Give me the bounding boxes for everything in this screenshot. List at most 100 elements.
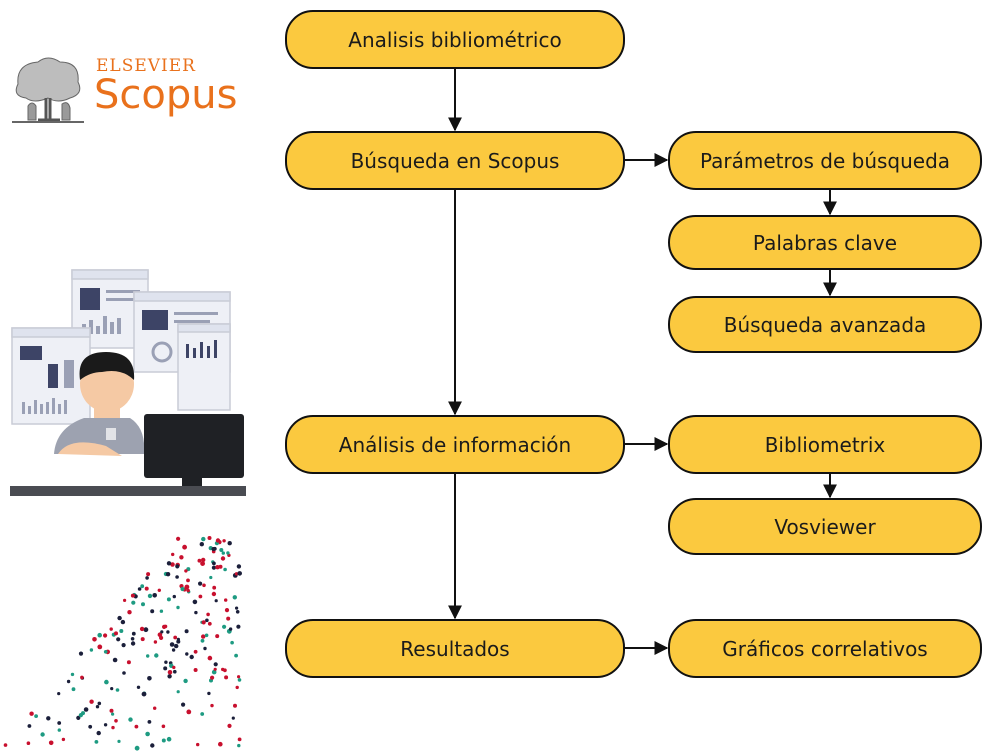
- scatter-dot: [236, 564, 242, 569]
- scatter-dot: [180, 586, 185, 592]
- scatter-dot: [186, 709, 192, 715]
- scatter-dot: [176, 639, 181, 644]
- scatter-dot: [222, 624, 227, 629]
- scatter-dot: [131, 631, 136, 636]
- scatter-dot: [153, 706, 157, 710]
- scatter-dot: [114, 719, 118, 723]
- scatter-dot: [185, 652, 189, 656]
- scatter-dot: [71, 687, 76, 692]
- scatter-dot: [120, 619, 126, 625]
- scatter-dot: [192, 599, 198, 605]
- scatter-dot: [130, 593, 135, 598]
- node-resultados: Resultados: [285, 619, 625, 678]
- scatter-dot: [212, 561, 216, 566]
- node-vosviewer: Vosviewer: [668, 498, 982, 555]
- scatter-dot: [163, 624, 168, 629]
- scatter-dot: [80, 675, 84, 680]
- scatter-dot: [152, 593, 157, 598]
- scatter-dot: [165, 572, 171, 577]
- scatter-dot: [46, 716, 51, 721]
- scatter-dot: [137, 587, 142, 591]
- scatter-dot: [143, 627, 149, 633]
- scatter-dot: [220, 556, 226, 561]
- scatter-dot: [103, 633, 108, 638]
- scatter-dot: [173, 635, 178, 640]
- scatter-dot: [140, 637, 145, 642]
- scatter-dot: [150, 609, 155, 614]
- scatter-dot: [221, 551, 225, 555]
- scatter-dot: [228, 627, 233, 631]
- scatter-dot: [198, 581, 203, 586]
- scatter-dot: [78, 713, 83, 718]
- scatter-dot: [161, 738, 166, 743]
- scatter-dot: [209, 575, 213, 580]
- scatter-dot: [127, 610, 132, 615]
- scatter-dot: [200, 712, 205, 716]
- scatter-dot: [163, 666, 168, 671]
- scatter-dot: [161, 724, 166, 729]
- scatter-dot: [211, 591, 217, 597]
- node-parametros-busqueda: Parámetros de búsqueda: [668, 131, 982, 190]
- scatter-dot: [153, 640, 158, 644]
- scatter-dot: [207, 655, 213, 661]
- scatter-dot: [196, 742, 200, 747]
- scatter-dot: [166, 630, 170, 634]
- scatter-dot: [235, 606, 239, 610]
- scatter-dot: [226, 616, 231, 621]
- scatter-dot: [136, 685, 141, 689]
- node-analisis-bibliometrico: Analisis bibliométrico: [285, 10, 625, 69]
- scatter-dot: [197, 558, 202, 563]
- scatter-dot: [141, 691, 147, 697]
- scatter-dot: [110, 687, 114, 691]
- scatter-dot: [167, 674, 172, 679]
- scatter-dot: [166, 597, 171, 602]
- scatter-dot: [193, 668, 198, 672]
- scatter-dot: [231, 716, 235, 720]
- scatter-dot: [200, 561, 206, 566]
- scatter-dot: [170, 562, 175, 567]
- scatter-dot: [235, 685, 239, 690]
- scatter-dot: [184, 569, 188, 573]
- scatter-dot: [234, 572, 239, 576]
- scatter-dot: [111, 712, 115, 716]
- scatter-dot: [202, 583, 206, 588]
- scatter-dot: [176, 605, 180, 610]
- scatter-dot: [145, 576, 149, 580]
- scatter-dot: [159, 635, 164, 640]
- node-bibliometrix: Bibliometrix: [668, 415, 982, 474]
- scatter-dot: [114, 631, 118, 636]
- scatter-dot: [227, 541, 232, 546]
- scatter-dot: [184, 629, 189, 634]
- scatter-dot: [235, 610, 240, 614]
- scatter-dot: [215, 634, 220, 639]
- scatter-dot: [218, 741, 223, 747]
- scatter-dot: [186, 588, 190, 593]
- scatter-dot: [167, 670, 173, 675]
- scatter-dot: [224, 675, 229, 680]
- scatter-dot: [212, 585, 217, 590]
- scatter-dot: [88, 724, 93, 729]
- scatter-dot: [154, 653, 159, 658]
- scatter-dot: [57, 692, 61, 696]
- scatter-dot: [222, 539, 226, 543]
- scatter-dot: [61, 737, 66, 742]
- scatter-dot: [237, 737, 242, 742]
- scatter-dot: [224, 598, 228, 602]
- scatter-dot: [210, 675, 215, 680]
- scatter-dot: [179, 555, 184, 560]
- scatter-dot: [27, 724, 32, 728]
- scatter-dot: [78, 651, 84, 656]
- scatter-dot: [117, 739, 121, 743]
- scatter-dot: [211, 565, 216, 570]
- scatter-dot: [119, 629, 124, 633]
- scopus-logo: ELSEVIER Scopus: [8, 50, 238, 128]
- scatter-dot: [172, 665, 176, 670]
- scatter-dot: [146, 572, 151, 577]
- scatter-dot: [117, 615, 122, 621]
- node-palabras-clave: Palabras clave: [668, 215, 982, 270]
- scatter-dot: [213, 667, 217, 671]
- scatter-dot: [184, 584, 190, 590]
- scatter-dot: [34, 714, 38, 718]
- scatter-dot: [94, 740, 99, 744]
- scatter-dots-icon: [3, 536, 242, 751]
